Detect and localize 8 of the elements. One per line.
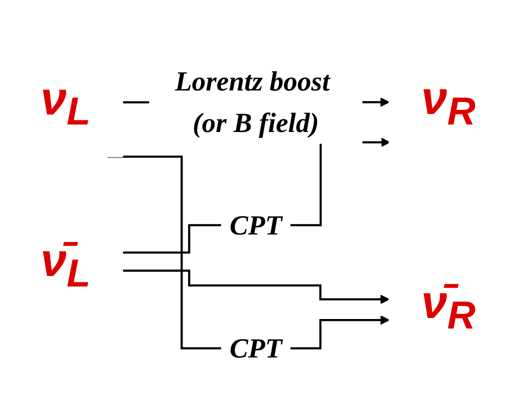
- arrow: [122, 138, 390, 254]
- edge-label: Lorentz boost (or B field): [174, 66, 330, 138]
- edge-label: CPT: [230, 210, 282, 241]
- arrow: [122, 270, 390, 304]
- edge-label: CPT: [230, 332, 282, 364]
- node-text: ν̄$_{L}$: [40, 234, 91, 296]
- node-text: ν$_{R}$: [421, 72, 476, 133]
- node-text: ν̄$_{R}$: [421, 276, 476, 337]
